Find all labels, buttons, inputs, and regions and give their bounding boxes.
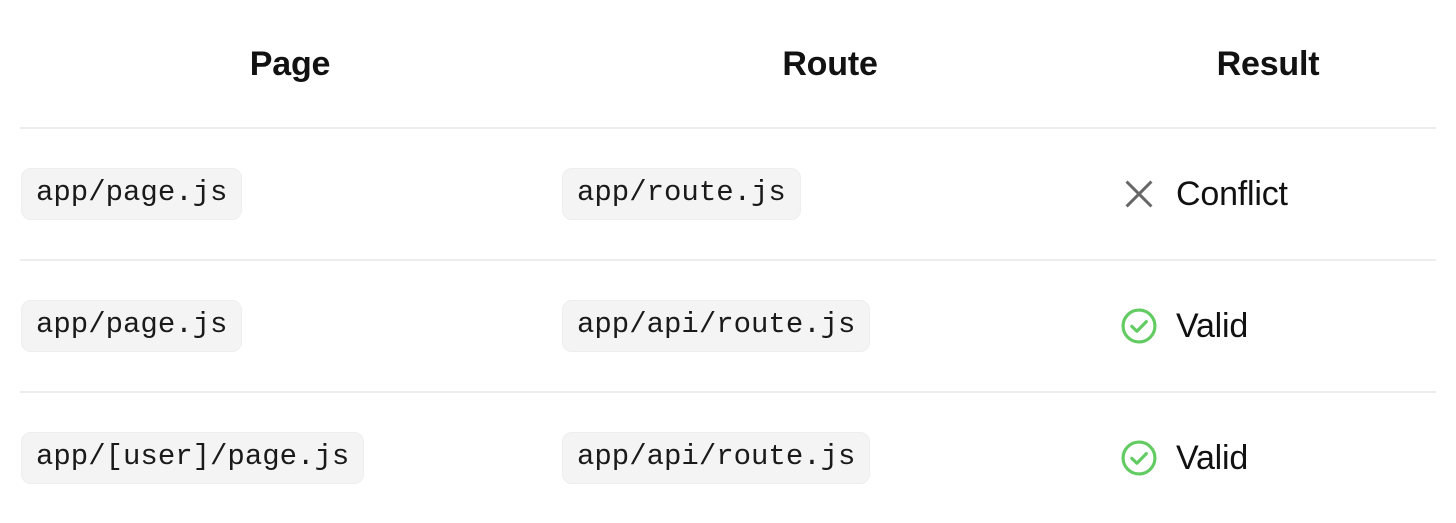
cell-result: Valid: [1102, 437, 1438, 479]
cell-page: app/[user]/page.js: [20, 431, 561, 485]
status-badge: Valid: [1102, 305, 1248, 347]
table-header-row: Page Route Result: [20, 0, 1436, 127]
check-circle-icon: [1121, 308, 1157, 344]
cell-route: app/api/route.js: [561, 431, 1102, 485]
cell-route: app/api/route.js: [561, 299, 1102, 353]
table-row: app/page.js app/api/route.js Valid: [20, 259, 1436, 391]
check-circle-icon: [1121, 440, 1157, 476]
page-file-pill: app/page.js: [21, 299, 243, 353]
status-label: Valid: [1176, 439, 1249, 477]
status-badge: Valid: [1102, 437, 1248, 479]
column-header-page: Page: [249, 44, 331, 83]
table-row: app/page.js app/route.js Conflict: [20, 127, 1436, 259]
status-label: Conflict: [1176, 175, 1288, 213]
route-file-pill: app/api/route.js: [562, 431, 871, 485]
route-file-pill: app/route.js: [562, 167, 801, 221]
cell-route: app/route.js: [561, 167, 1102, 221]
column-header-route: Route: [782, 44, 878, 83]
x-icon: [1125, 180, 1153, 208]
cell-page: app/page.js: [20, 167, 561, 221]
page-file-pill: app/[user]/page.js: [21, 431, 365, 485]
status-label: Valid: [1176, 307, 1249, 345]
cell-page: app/page.js: [20, 299, 561, 353]
page-file-pill: app/page.js: [21, 167, 243, 221]
table-row: app/[user]/page.js app/api/route.js Vali…: [20, 391, 1436, 523]
route-file-pill: app/api/route.js: [562, 299, 871, 353]
cell-result: Conflict: [1102, 173, 1438, 215]
cell-result: Valid: [1102, 305, 1438, 347]
column-header-result: Result: [1216, 44, 1320, 83]
status-badge: Conflict: [1102, 173, 1288, 215]
